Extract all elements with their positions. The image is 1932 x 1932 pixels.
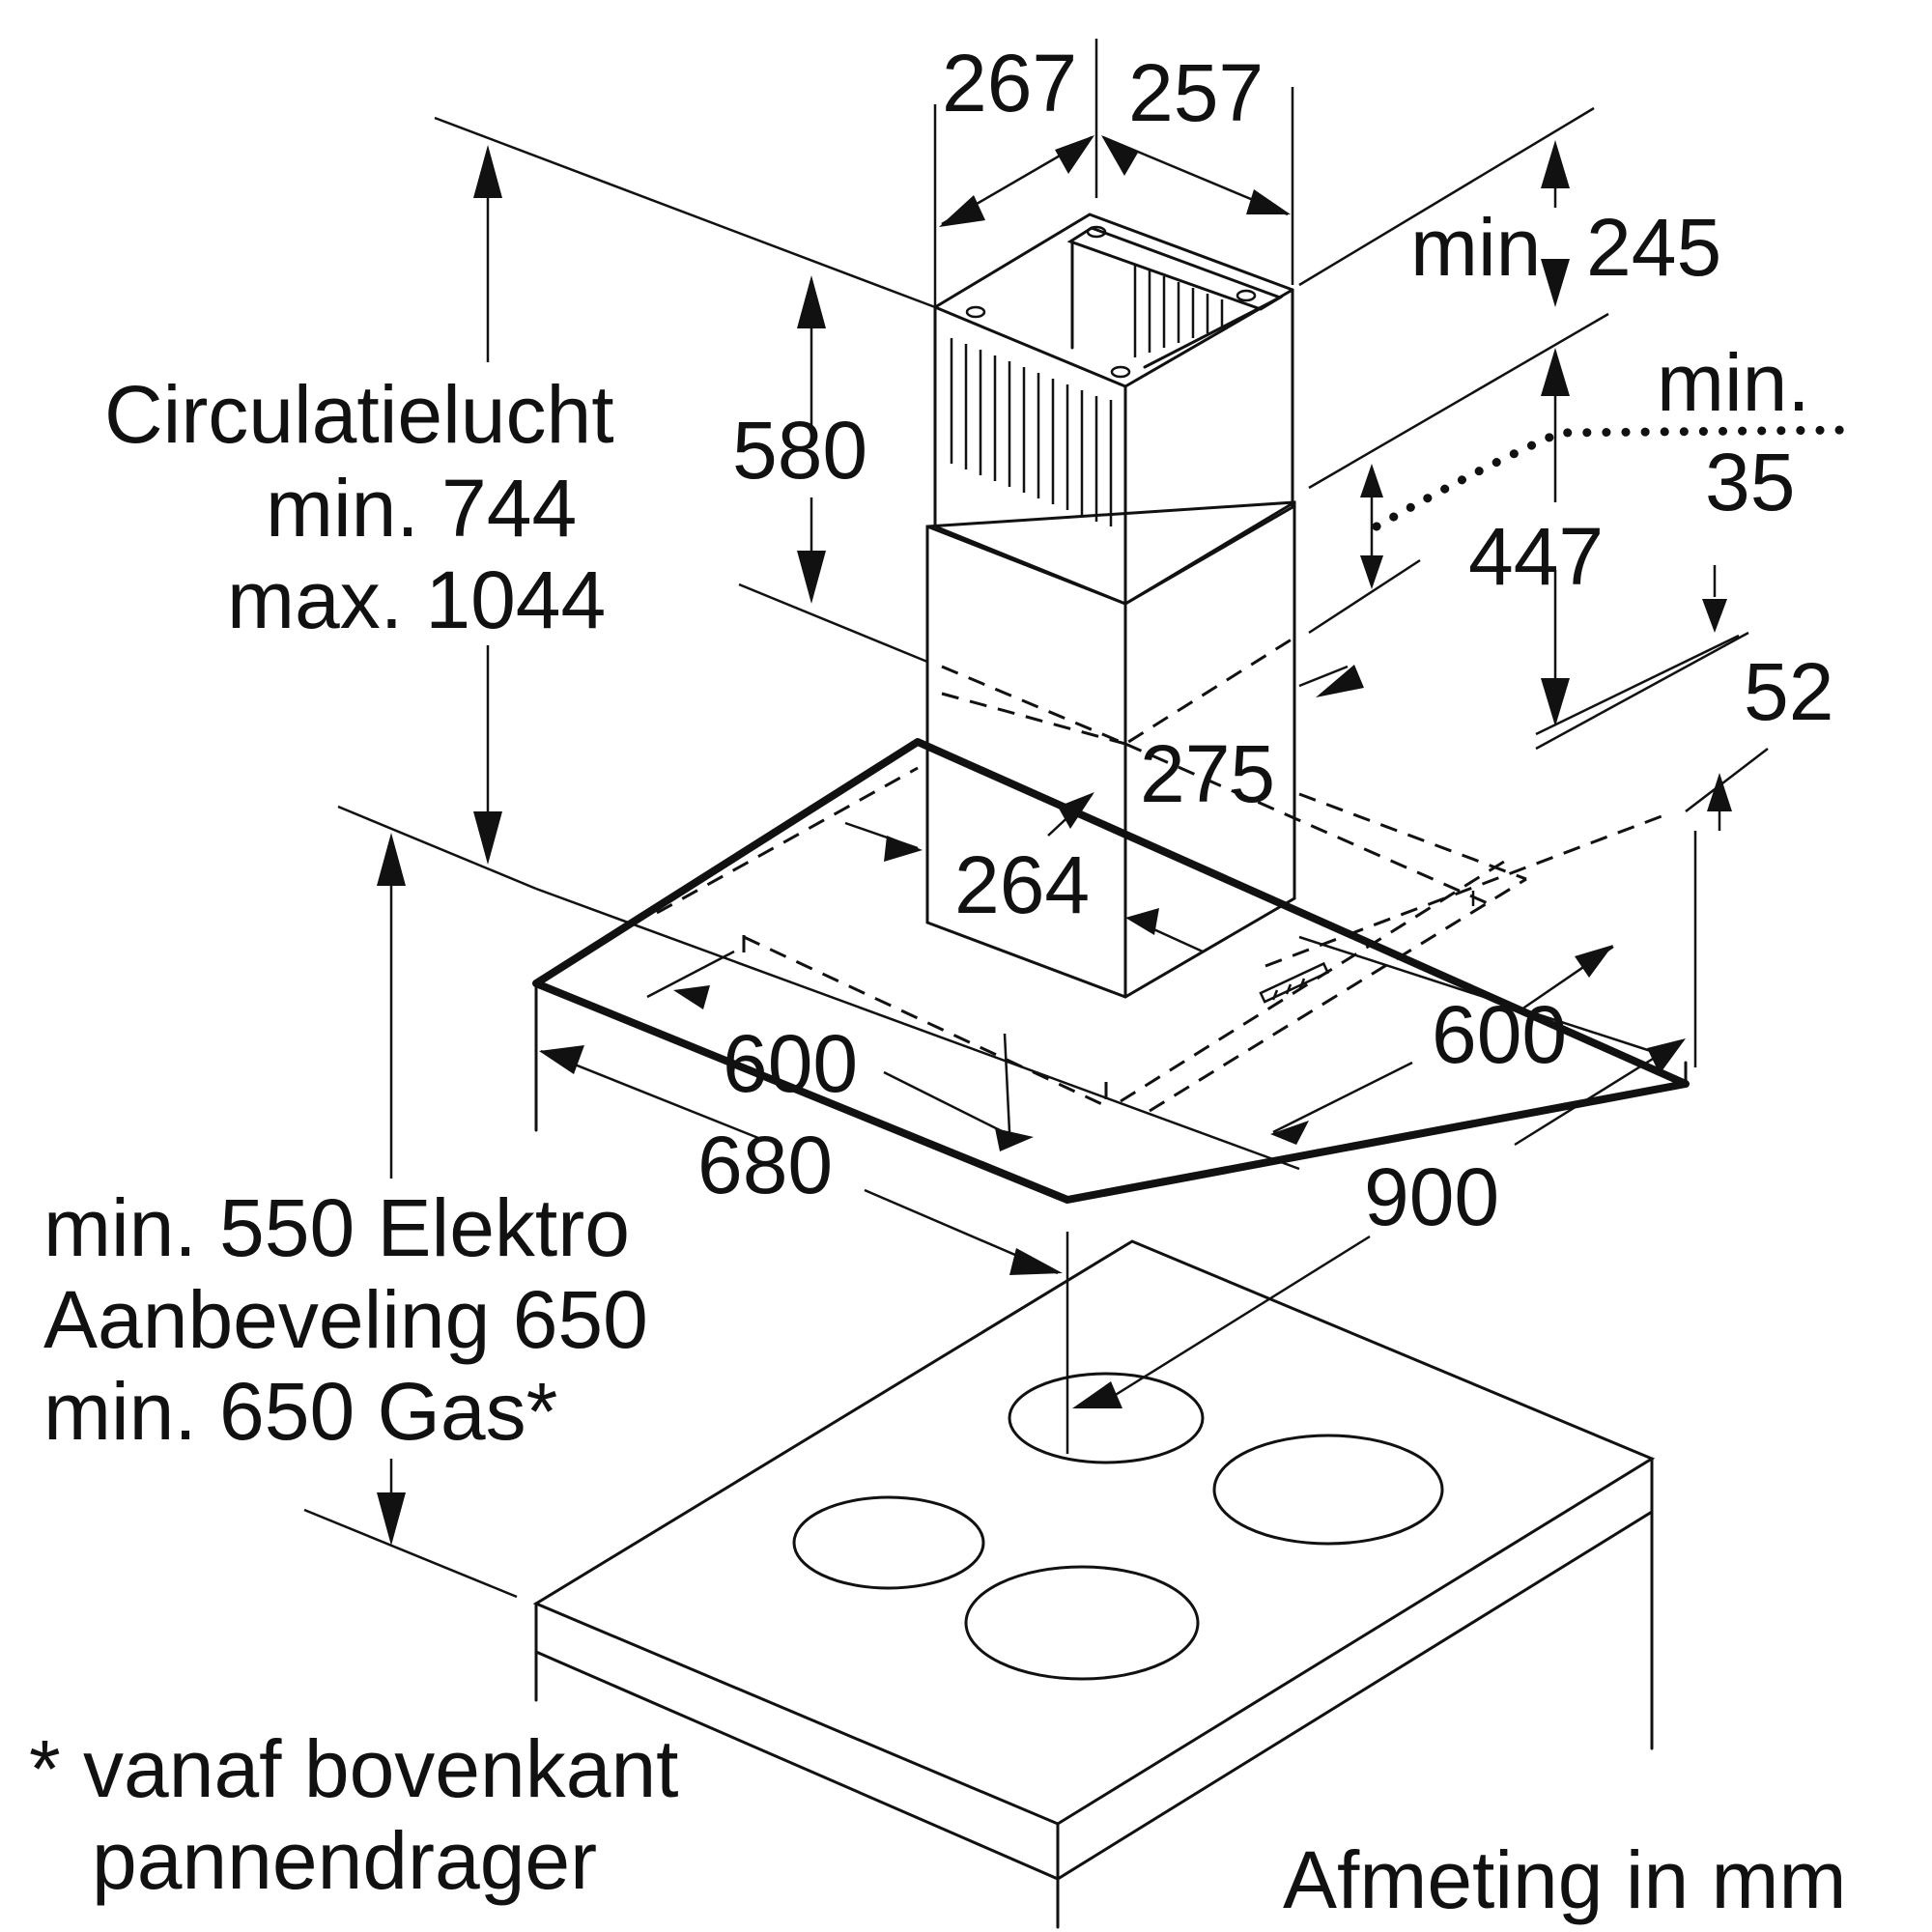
clearance-label: min. 550 Elektro Aanbeveling 650 min. 65…	[43, 1182, 648, 1457]
hood-canopy	[532, 692, 1690, 1204]
dim-52: 52	[1744, 646, 1833, 737]
dim-264: 264	[954, 839, 1090, 930]
burner-right	[1212, 1434, 1444, 1546]
circulation-label: Circulatielucht min. 744 max. 1044	[104, 369, 614, 645]
dim-267: 267	[942, 38, 1077, 128]
dim-900: 900	[1364, 1151, 1499, 1242]
burner-left	[792, 1495, 985, 1590]
control-panel	[1259, 961, 1330, 1004]
clearance-line-2: Aanbeveling 650	[43, 1274, 648, 1365]
circulation-line-1: Circulatielucht	[104, 369, 614, 460]
cooktop	[532, 1239, 1656, 1929]
circulation-line-2: min. 744	[266, 463, 577, 554]
dim-580: 580	[732, 405, 867, 496]
dim-min-245: min. 245	[1410, 202, 1721, 293]
footnote-line-2: pannendrager	[92, 1815, 597, 1906]
upper-chimney	[933, 213, 1294, 606]
vent-slots	[950, 266, 1224, 526]
lower-chimney	[925, 500, 1296, 999]
dim-257: 257	[1128, 47, 1264, 138]
dim-600-right: 600	[1432, 989, 1567, 1080]
arrowheads	[377, 135, 1732, 1546]
burner-back	[1008, 1372, 1205, 1464]
dim-275: 275	[1140, 728, 1275, 819]
circulation-line-3: max. 1044	[227, 554, 606, 645]
burner-front	[964, 1565, 1200, 1681]
dim-35: 35	[1705, 437, 1795, 527]
dim-680: 680	[697, 1120, 833, 1210]
dim-447: 447	[1468, 511, 1604, 602]
footnote-line-1: * vanaf bovenkant	[29, 1723, 679, 1814]
dim-min-label: min.	[1657, 337, 1810, 428]
footnote: * vanaf bovenkant pannendrager	[29, 1723, 679, 1906]
clearance-line-1: min. 550 Elektro	[43, 1182, 630, 1273]
dim-600-left: 600	[723, 1018, 858, 1109]
dimension-labels: 267 257 min. 245 min. 35 580 447 52 275 …	[697, 38, 1833, 1242]
clearance-line-3: min. 650 Gas*	[43, 1366, 557, 1457]
unit-note: Afmeting in mm	[1283, 1834, 1847, 1925]
